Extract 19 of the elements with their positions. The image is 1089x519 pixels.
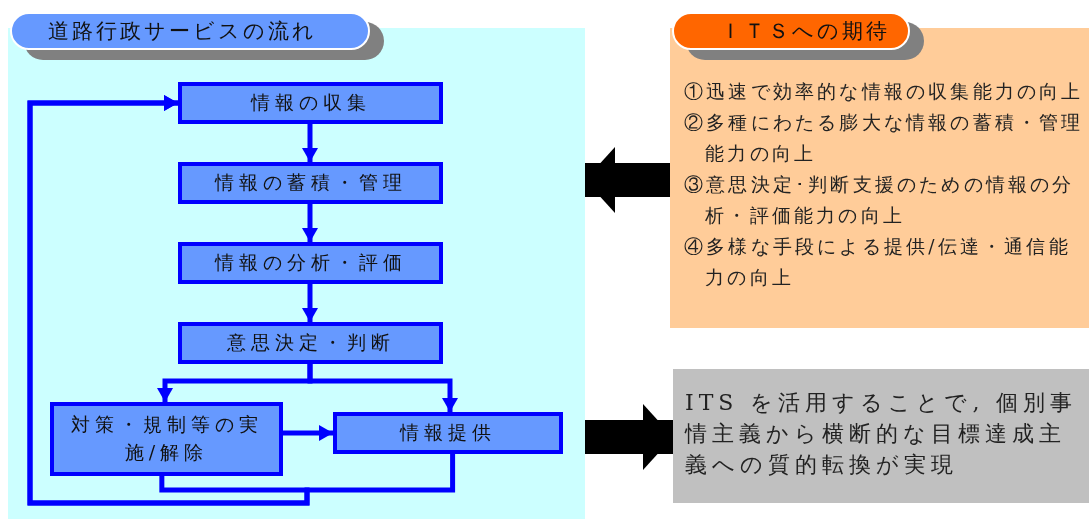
arrow: [283, 425, 333, 441]
process-box: 情報の蓄積・管理: [178, 162, 443, 204]
process-box: 意思決定・判断: [178, 322, 443, 364]
block-arrow: [585, 404, 673, 470]
text-box: ITS を活用することで, 個別事情主義から横断的な目標達成主義への質的転換が実現: [673, 369, 1089, 503]
arrow: [302, 124, 318, 162]
arrow: [27, 95, 456, 506]
arrow: [307, 364, 458, 412]
process-box: 情報の収集: [178, 82, 443, 124]
arrow: [302, 284, 318, 322]
list-item: ②多種にわたる膨大な情報の蓄積・管理能力の向上: [684, 111, 1085, 166]
list-item: ④多様な手段による提供/伝達・通信能力の向上: [684, 235, 1072, 290]
block-arrow: [585, 147, 670, 213]
process-box: 情報提供: [333, 412, 563, 454]
arrow: [302, 204, 318, 242]
list-item: ③意思決定･判断支援のための情報の分析・評価能力の向上: [684, 173, 1076, 228]
list-item: ①迅速で効率的な情報の収集能力の向上: [684, 80, 1085, 104]
process-box: 対策・規制等の実施/解除: [50, 402, 283, 476]
process-box: 情報の分析・評価: [178, 242, 443, 284]
